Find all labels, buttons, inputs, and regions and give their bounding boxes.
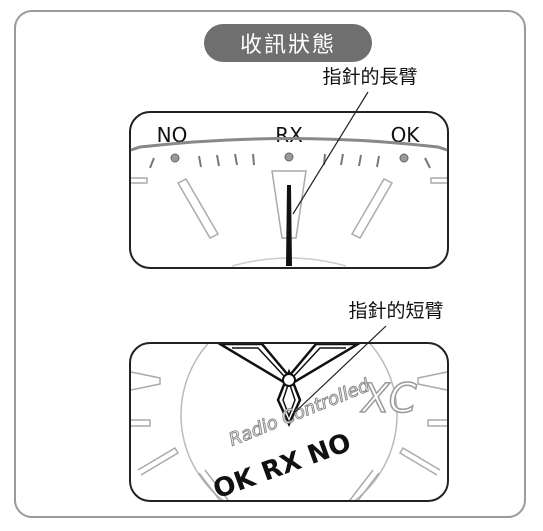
hour-markers [131, 177, 447, 239]
lower-display: XC Radio Controlled OK RX NO 指針的短臂 [129, 300, 449, 502]
title: 收訊狀態 [239, 33, 336, 58]
rx-marker [271, 170, 307, 239]
dot-ok [399, 153, 409, 163]
brand-mark: XC [360, 376, 417, 422]
short-hand-leader [292, 325, 387, 415]
dot-no [170, 153, 180, 163]
long-hand-callout: 指針的長臂 [322, 66, 417, 88]
upper-display: NO RX OK [129, 66, 449, 269]
short-hand-callout: 指針的短臂 [348, 300, 443, 322]
scale-line [130, 137, 448, 152]
dial-circle [180, 344, 398, 500]
title-pill: 收訊狀態 [204, 24, 372, 62]
label-rx: RX [275, 123, 303, 147]
lower-hour-markers [131, 371, 447, 500]
long-hand-leader [292, 91, 369, 215]
dot-rx [284, 152, 294, 162]
long-hand [286, 185, 292, 266]
